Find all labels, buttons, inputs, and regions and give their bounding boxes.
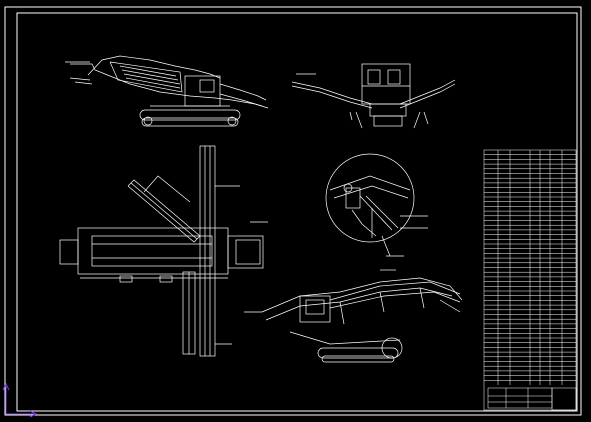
side-elevation-view	[65, 55, 269, 127]
plan-view	[59, 145, 268, 357]
title-block-table	[483, 149, 577, 411]
ucs-axis-icon	[2, 382, 38, 418]
sheet-border	[4, 6, 582, 416]
isometric-view	[244, 269, 463, 363]
detail-view	[325, 153, 428, 257]
end-elevation-view	[291, 63, 456, 129]
